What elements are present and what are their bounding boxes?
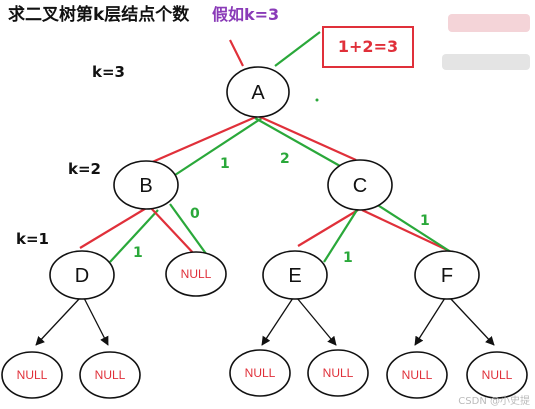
tree-node-f: F: [414, 250, 480, 300]
edge-e-null-right: [296, 297, 337, 346]
edge-green-b-d: [109, 209, 159, 263]
node-label-d: D: [75, 265, 89, 287]
level-label-k1: k=1: [16, 230, 49, 248]
null-label: NULL: [482, 368, 513, 382]
tree-node-b: B: [113, 160, 179, 210]
tree-node-c: C: [327, 159, 393, 211]
call-line-red-a: [229, 39, 244, 67]
tree-node-null-f-left: NULL: [386, 351, 448, 399]
return-value-e: 1: [343, 250, 353, 266]
page-title: 求二叉树第k层结点个数: [8, 4, 190, 25]
dot: [315, 98, 319, 102]
edge-red-b-d: [79, 206, 149, 249]
level-label-k3: k=3: [92, 63, 125, 81]
null-label: NULL: [245, 366, 276, 380]
return-line-green-a: [274, 31, 321, 67]
tree-node-a: A: [226, 66, 290, 118]
tree-node-null-f-right: NULL: [466, 351, 528, 399]
edge-f-null-right: [449, 297, 495, 346]
blurred-region: [442, 14, 530, 70]
tree-node-null-e-right: NULL: [307, 349, 369, 397]
null-label: NULL: [181, 267, 212, 281]
tree-node-null-d-right: NULL: [79, 351, 141, 399]
edge-d-null-right: [83, 297, 109, 346]
edge-red-a-b: [149, 114, 259, 165]
tree-node-null-d-left: NULL: [1, 351, 63, 399]
edge-green-a-c: [254, 117, 341, 167]
null-label: NULL: [402, 368, 433, 382]
node-label-a: A: [251, 82, 265, 104]
tree-node-d: D: [49, 250, 115, 300]
node-label-b: B: [139, 175, 152, 197]
return-value-null: 0: [190, 206, 200, 222]
edge-d-null-left: [35, 297, 81, 346]
tree-node-e: E: [262, 250, 328, 300]
edge-red-c-e: [297, 209, 359, 247]
return-value-f: 1: [420, 213, 430, 229]
edge-green-a-b: [174, 117, 263, 176]
level-label-k2: k=2: [68, 160, 101, 178]
edge-green-c-f: [375, 203, 455, 255]
node-label-e: E: [288, 265, 301, 287]
null-label: NULL: [323, 366, 354, 380]
return-value-d: 1: [133, 245, 143, 261]
edge-f-null-left: [414, 297, 446, 346]
edge-red-a-c: [257, 114, 357, 162]
tree-node-null-e-left: NULL: [229, 349, 291, 397]
result-text: 1+2=3: [338, 37, 398, 56]
return-value-b: 1: [220, 156, 230, 172]
assumption-label: 假如k=3: [212, 5, 279, 24]
node-label-c: C: [353, 175, 367, 197]
null-label: NULL: [17, 368, 48, 382]
edge-green-c-e: [323, 209, 358, 263]
watermark: CSDN @小史提: [458, 395, 530, 407]
null-label: NULL: [95, 368, 126, 382]
tree-node-null-b-right: NULL: [165, 251, 227, 297]
return-value-c: 2: [280, 151, 290, 167]
edge-red-b-null: [149, 206, 197, 257]
result-box: [322, 26, 414, 68]
node-label-f: F: [441, 265, 453, 287]
edge-e-null-left: [261, 297, 294, 346]
